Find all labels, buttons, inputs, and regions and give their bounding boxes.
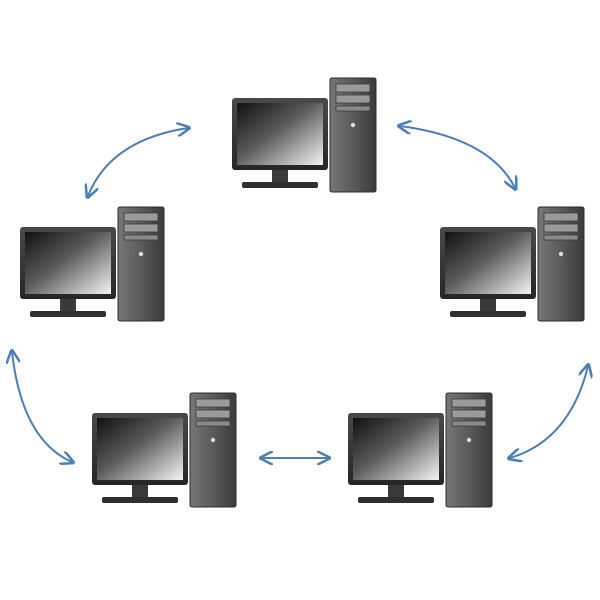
computer-right-icon <box>439 206 585 322</box>
computer-bottom-left-icon <box>91 392 237 508</box>
link-left-bottom-left-arrow <box>12 352 72 462</box>
computer-left-icon <box>19 206 165 322</box>
computer-top-icon <box>231 77 377 193</box>
link-top-right-arrow <box>400 126 515 188</box>
computer-bottom-right-icon <box>347 392 493 508</box>
link-top-left-arrow <box>88 128 188 196</box>
link-bottom-right-right-arrow <box>510 366 588 458</box>
